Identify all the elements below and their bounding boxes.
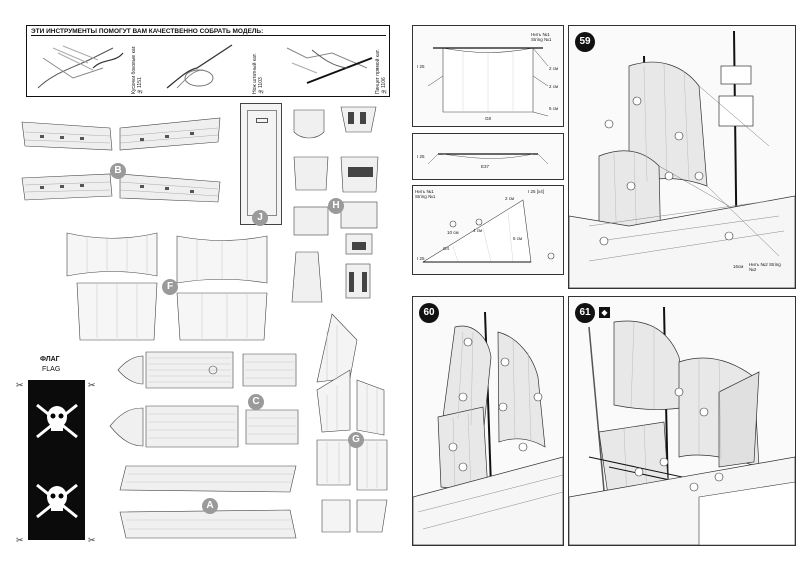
rigging-diagram-bottom: Нить №1 String №1 I 25 [x4] 2 см 10 см 4… <box>412 185 564 275</box>
skull-icon-2 <box>36 483 78 519</box>
part-label-g: G <box>348 432 364 448</box>
part-label-b: B <box>110 163 126 179</box>
step-60-badge: 60 <box>419 303 439 323</box>
g8-dim-2: 2 см <box>549 84 559 89</box>
deck-parts-c <box>109 351 299 448</box>
step-61-ship-drawing <box>569 306 795 545</box>
step-59-dim: 16см <box>733 264 744 269</box>
g4-dim-1: 2 см <box>505 196 515 201</box>
e37-left-dim: I 25 <box>417 154 425 159</box>
g4-dim-2: 10 см <box>447 230 459 235</box>
tools-heading: ЭТИ ИНСТРУМЕНТЫ ПОМОГУТ ВАМ КАЧЕСТВЕННО … <box>31 28 264 35</box>
sail-g8-drawing <box>427 47 549 117</box>
knife-illustration <box>166 44 233 89</box>
part-label-j: J <box>252 210 268 226</box>
part-label-f: F <box>162 279 178 295</box>
step-59-panel: 59 Нить №2 String №2 16см <box>568 25 796 289</box>
right-page: Нить №1 String №1 I 25 2 см 2 см 5 см G8… <box>402 0 800 565</box>
g8-dim-1: 2 см <box>549 66 559 71</box>
flag-jolly-roger <box>28 380 85 540</box>
rigging-diagram-top: Нить №1 String №1 I 25 2 см 2 см 5 см G8 <box>412 25 564 127</box>
scissors-icon: ✂ <box>16 380 24 390</box>
part-label-a: A <box>202 498 218 514</box>
scissors-icon-3: ✂ <box>16 535 24 545</box>
g8-dim-3: 5 см <box>549 106 559 111</box>
yard-e37-drawing <box>427 153 549 165</box>
step-61-panel: 61 ◆ <box>568 296 796 546</box>
g4-bracket: I 25 [x4] <box>528 189 545 194</box>
tool3-label: Пинцет прямой кат. №1106 <box>375 49 387 94</box>
skull-icon <box>36 403 78 439</box>
tool1-label: Кусачки боковые кат. №1151 <box>131 45 143 94</box>
tool2-label: Нож штатный кат. №1103 <box>252 53 264 94</box>
sails-g <box>316 313 388 533</box>
e37-name: E37 <box>481 164 490 169</box>
parts-a <box>119 465 297 539</box>
step-60-ship-drawing <box>413 311 563 545</box>
part-j <box>240 103 282 225</box>
rigging-diagram-middle: I 25 E37 <box>412 133 564 180</box>
step-59-badge: 59 <box>575 32 595 52</box>
tweezers-illustration <box>286 47 373 84</box>
step-61-badge: 61 <box>575 303 595 323</box>
g4-left-dim: I 25 <box>417 256 425 261</box>
part-label-c: C <box>248 394 264 410</box>
g4-dim-4: 5 см <box>513 236 523 241</box>
scissors-icon-2: ✂ <box>88 380 96 390</box>
g4-dim-3: 4 см <box>473 228 483 233</box>
scissors-icon-4: ✂ <box>88 535 96 545</box>
g8-left-dim: I 25 <box>417 64 425 69</box>
parts-h <box>291 106 379 303</box>
step-60-panel: 60 <box>412 296 564 546</box>
g8-string-note: Нить №1 String №1 <box>531 32 552 42</box>
g8-name: G8 <box>485 116 492 121</box>
step-59-ship-drawing <box>569 30 795 288</box>
step-59-string-note: Нить №2 String №2 <box>749 262 781 272</box>
g4-string-note: Нить №1 String №1 <box>415 189 436 199</box>
flag-title-en: FLAG <box>42 366 61 373</box>
g4-name: G4 <box>443 246 450 251</box>
sails-f <box>66 232 268 341</box>
difficulty-icon: ◆ <box>599 307 610 318</box>
sail-g4-drawing <box>421 199 555 263</box>
part-label-h: H <box>328 198 344 214</box>
cutters-illustration <box>37 45 124 89</box>
tools-box: ЭТИ ИНСТРУМЕНТЫ ПОМОГУТ ВАМ КАЧЕСТВЕННО … <box>26 25 390 97</box>
flag-title-ru: ФЛАГ <box>40 356 60 363</box>
hull-parts-b <box>21 117 221 203</box>
left-page: ЭТИ ИНСТРУМЕНТЫ ПОМОГУТ ВАМ КАЧЕСТВЕННО … <box>0 0 398 565</box>
